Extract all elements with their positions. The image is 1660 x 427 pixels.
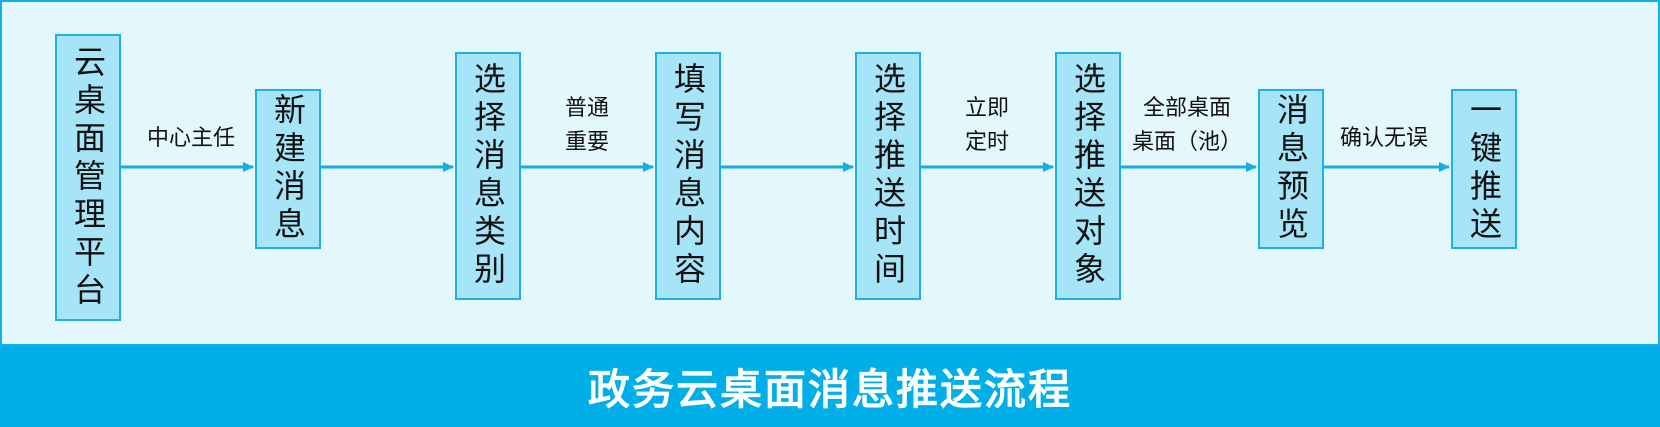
node-select-time: 选择推送时间 — [855, 52, 921, 300]
edge-label-line: 定时 — [964, 130, 1009, 155]
edge-label-platform-new-message: 中心主任 — [136, 122, 246, 156]
edge-label-line: 中心主任 — [146, 126, 235, 151]
node-select-target: 选择推送对象 — [1055, 52, 1121, 300]
title-banner: 政务云桌面消息推送流程 — [0, 346, 1660, 427]
node-fill-content: 填写消息内容 — [655, 52, 721, 300]
node-push-label: 一键推送 — [1465, 93, 1503, 245]
node-select-category: 选择消息类别 — [455, 52, 521, 300]
edge-label-line: 重要 — [564, 130, 609, 155]
edge-label-line: 立即 — [964, 96, 1009, 121]
node-select-target-label: 选择推送对象 — [1069, 62, 1107, 290]
edge-label-preview-push: 确认无误 — [1328, 122, 1440, 156]
edge-label-line: 普通 — [564, 96, 609, 121]
edge-arrows — [121, 162, 1450, 172]
node-preview: 消息预览 — [1258, 89, 1324, 249]
node-platform: 云桌面管理平台 — [55, 34, 121, 321]
node-preview-label: 消息预览 — [1272, 93, 1310, 245]
node-platform-label: 云桌面管理平台 — [69, 44, 107, 311]
node-new-message: 新建消息 — [255, 89, 321, 249]
edge-label-line: 确认无误 — [1339, 126, 1428, 151]
node-fill-content-label: 填写消息内容 — [669, 62, 707, 290]
edge-label-time-target: 立即 定时 — [942, 92, 1032, 160]
edge-label-line: 桌面（池） — [1131, 130, 1242, 155]
node-select-category-label: 选择消息类别 — [469, 62, 507, 290]
edge-label-category-content: 普通 重要 — [542, 92, 632, 160]
node-select-time-label: 选择推送时间 — [869, 62, 907, 290]
edge-label-line: 全部桌面 — [1142, 96, 1231, 121]
diagram-panel: 云桌面管理平台 新建消息 选择消息类别 填写消息内容 选择推送时间 选择推送对象… — [0, 0, 1660, 346]
edge-label-target-preview: 全部桌面 桌面（池） — [1122, 92, 1252, 160]
node-push: 一键推送 — [1451, 89, 1517, 249]
node-new-message-label: 新建消息 — [269, 93, 307, 245]
diagram-title: 政务云桌面消息推送流程 — [587, 365, 1072, 414]
